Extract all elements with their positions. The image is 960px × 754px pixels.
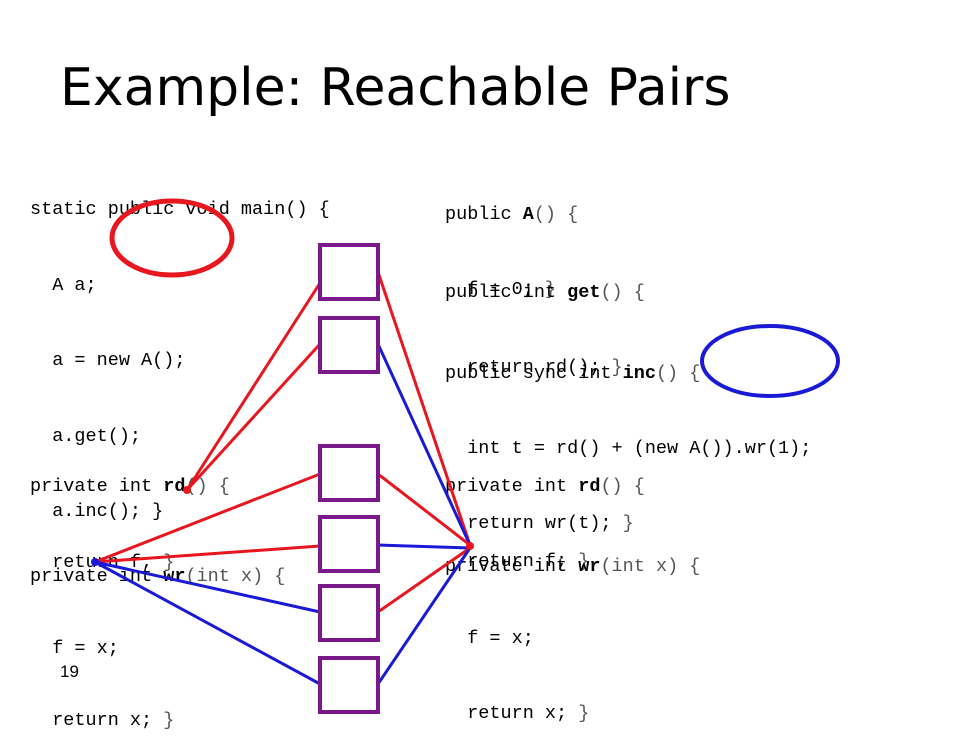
edge-red bbox=[94, 472, 321, 564]
edge-blue bbox=[377, 543, 471, 550]
code-line: public A() { bbox=[445, 204, 579, 225]
slide-number: 19 bbox=[60, 662, 79, 681]
code-line: return wr(t); } bbox=[445, 513, 634, 534]
edge-red bbox=[377, 472, 471, 547]
code-line: f = x; bbox=[30, 638, 119, 659]
pair-node-box bbox=[318, 444, 380, 502]
code-line: return x; } bbox=[445, 703, 590, 724]
code-line: a = new A(); bbox=[30, 350, 186, 371]
edge-red bbox=[185, 282, 322, 491]
code-line: private int rd() { bbox=[30, 476, 230, 497]
code-line: return rd(); } bbox=[445, 357, 623, 378]
left-rd-method-code: private int rd() { return f; } bbox=[30, 432, 230, 596]
code-line: private int rd() { bbox=[445, 476, 645, 497]
edge-red bbox=[377, 546, 471, 614]
edge-red bbox=[185, 342, 322, 492]
edge-blue bbox=[376, 343, 472, 546]
edge-red bbox=[94, 544, 321, 564]
code-line: public int get() { bbox=[445, 282, 645, 303]
code-line: a.get(); bbox=[30, 425, 142, 447]
code-line: f = x; bbox=[445, 628, 534, 649]
pair-node-box bbox=[318, 316, 380, 374]
pair-node-box bbox=[318, 584, 380, 642]
code-line: A a; bbox=[30, 274, 97, 296]
edge-blue bbox=[94, 560, 321, 686]
pair-node-box bbox=[318, 243, 380, 301]
edge-blue bbox=[94, 560, 321, 614]
ctor-method-code: public A() { f = 0; } bbox=[445, 160, 578, 323]
access-point-wr-left bbox=[91, 558, 99, 566]
edge-red bbox=[376, 271, 472, 546]
inc-method-code: public sync int inc() { int t = rd() + (… bbox=[445, 319, 811, 557]
code-line: a.inc(); } bbox=[30, 501, 164, 522]
access-point-wr-right bbox=[466, 542, 474, 550]
reachable-pairs-diagram bbox=[91, 198, 840, 714]
code-line: private int wr(int x) { bbox=[30, 566, 286, 587]
pair-node-box bbox=[318, 656, 380, 714]
allocation-site-circle-red bbox=[109, 198, 235, 278]
get-method-code: public int get() { return rd(); } bbox=[445, 238, 645, 401]
code-line: f = 0; } bbox=[445, 279, 557, 300]
edge-blue bbox=[376, 547, 472, 685]
right-wr-method-code: private int wr(int x) { f = x; return x;… bbox=[445, 512, 700, 747]
code-line: public sync int inc() { bbox=[445, 363, 701, 384]
allocation-site-circle-blue bbox=[700, 324, 840, 398]
right-rd-method-code: private int rd() { return f; } bbox=[445, 432, 645, 595]
code-line: private int wr(int x) { bbox=[445, 556, 701, 577]
slide-title: Example: Reachable Pairs bbox=[60, 58, 731, 118]
pair-node-box bbox=[318, 515, 380, 573]
code-line: return f; } bbox=[445, 551, 590, 572]
main-method-code: static public void main() { A a; a = new… bbox=[30, 155, 330, 545]
access-point-rd-left bbox=[183, 486, 191, 494]
code-line: int t = rd() + (new A()).wr(1); bbox=[445, 438, 812, 459]
